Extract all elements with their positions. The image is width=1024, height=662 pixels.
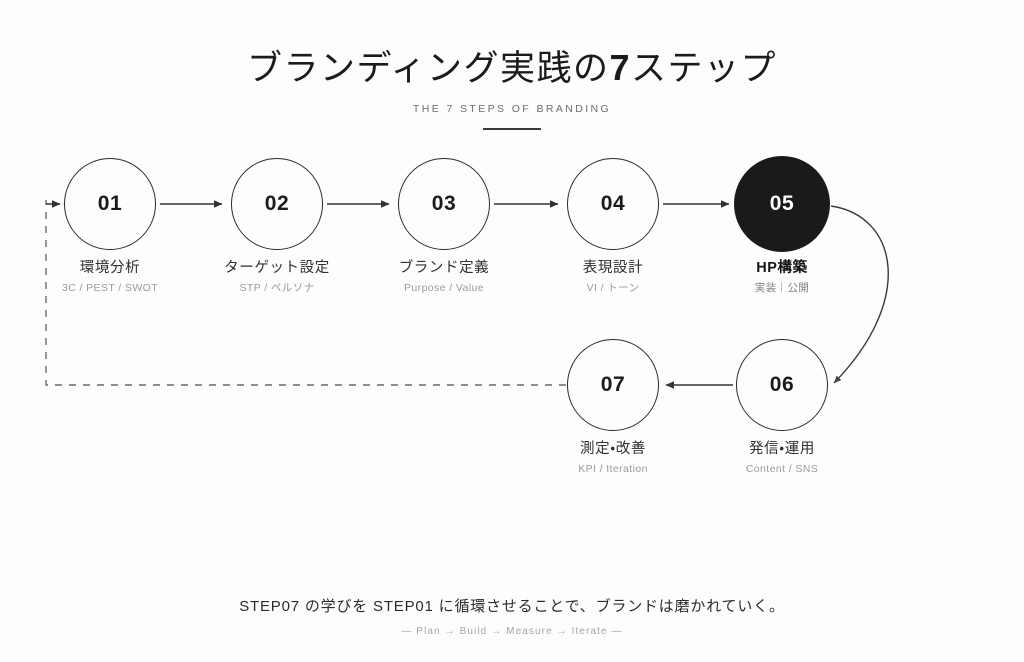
step-label-01: 環境分析 (79, 260, 141, 276)
step-node-06[interactable]: 06 (736, 339, 828, 431)
page-title-accent: 7 (609, 47, 632, 88)
title-divider (483, 128, 541, 130)
footer-note: STEP07 の学びを STEP01 に循環させることで、ブランドは磨かれていく… (239, 598, 785, 615)
step-node-05[interactable]: 05 (734, 156, 830, 252)
step-node-04[interactable]: 04 (567, 158, 659, 250)
step-number-03: 03 (431, 192, 457, 215)
step-caption-06: 発信・運用 Content / SNS (677, 439, 887, 476)
step-sublabel-02: STP / ペルソナ (239, 282, 315, 294)
step-sublabel-04: VI / トーン (586, 282, 640, 294)
step-sublabel-01: 3C / PEST / SWOT (61, 282, 159, 294)
step-label-02: ターゲット設定 (224, 260, 330, 276)
step-sublabel-07: KPI / Iteration (578, 463, 648, 475)
page-subtitle: THE 7 STEPS OF BRANDING (412, 103, 612, 115)
step-caption-01: 環境分析 3C / PEST / SWOT (5, 258, 215, 295)
step-caption-03: ブランド定義 Purpose / Value (339, 258, 549, 295)
step-number-06: 06 (769, 373, 795, 396)
step-label-04: 表現設計 (582, 260, 644, 276)
slide-footer: STEP07 の学びを STEP01 に循環させることで、ブランドは磨かれていく… (0, 596, 1024, 639)
step-label-03: ブランド定義 (398, 260, 490, 276)
step-label-05: HP構築 (756, 260, 808, 276)
step-label-06: 発信・運用 (749, 441, 815, 457)
step-node-03[interactable]: 03 (398, 158, 490, 250)
page-title: ブランディング実践の7ステップ (0, 46, 1024, 91)
step-node-02[interactable]: 02 (231, 158, 323, 250)
page-title-after: ステップ (631, 49, 778, 88)
step-caption-05: HP構築 実装｜公開 (677, 258, 887, 295)
step-sublabel-03: Purpose / Value (404, 282, 484, 294)
slide-header: ブランディング実践の7ステップ THE 7 STEPS OF BRANDING (0, 46, 1024, 130)
step-number-04: 04 (600, 192, 626, 215)
arrow-05-to-06 (830, 205, 889, 384)
step-number-02: 02 (264, 192, 290, 215)
step-number-05: 05 (769, 192, 795, 215)
step-number-07: 07 (600, 373, 626, 396)
arrow-07-to-01-path (45, 200, 566, 386)
step-number-01: 01 (97, 192, 123, 215)
footer-cycle: — Plan → Build → Measure → Iterate — (401, 626, 623, 637)
step-caption-04: 表現設計 VI / トーン (508, 258, 718, 295)
step-node-01[interactable]: 01 (64, 158, 156, 250)
step-sublabel-05: 実装｜公開 (754, 282, 810, 294)
step-caption-02: ターゲット設定 STP / ペルソナ (172, 258, 382, 295)
page-title-before: ブランディング実践の (246, 49, 610, 88)
step-label-07: 測定・改善 (580, 441, 646, 457)
step-node-07[interactable]: 07 (567, 339, 659, 431)
step-caption-07: 測定・改善 KPI / Iteration (508, 439, 718, 476)
step-sublabel-06: Content / SNS (745, 463, 819, 475)
